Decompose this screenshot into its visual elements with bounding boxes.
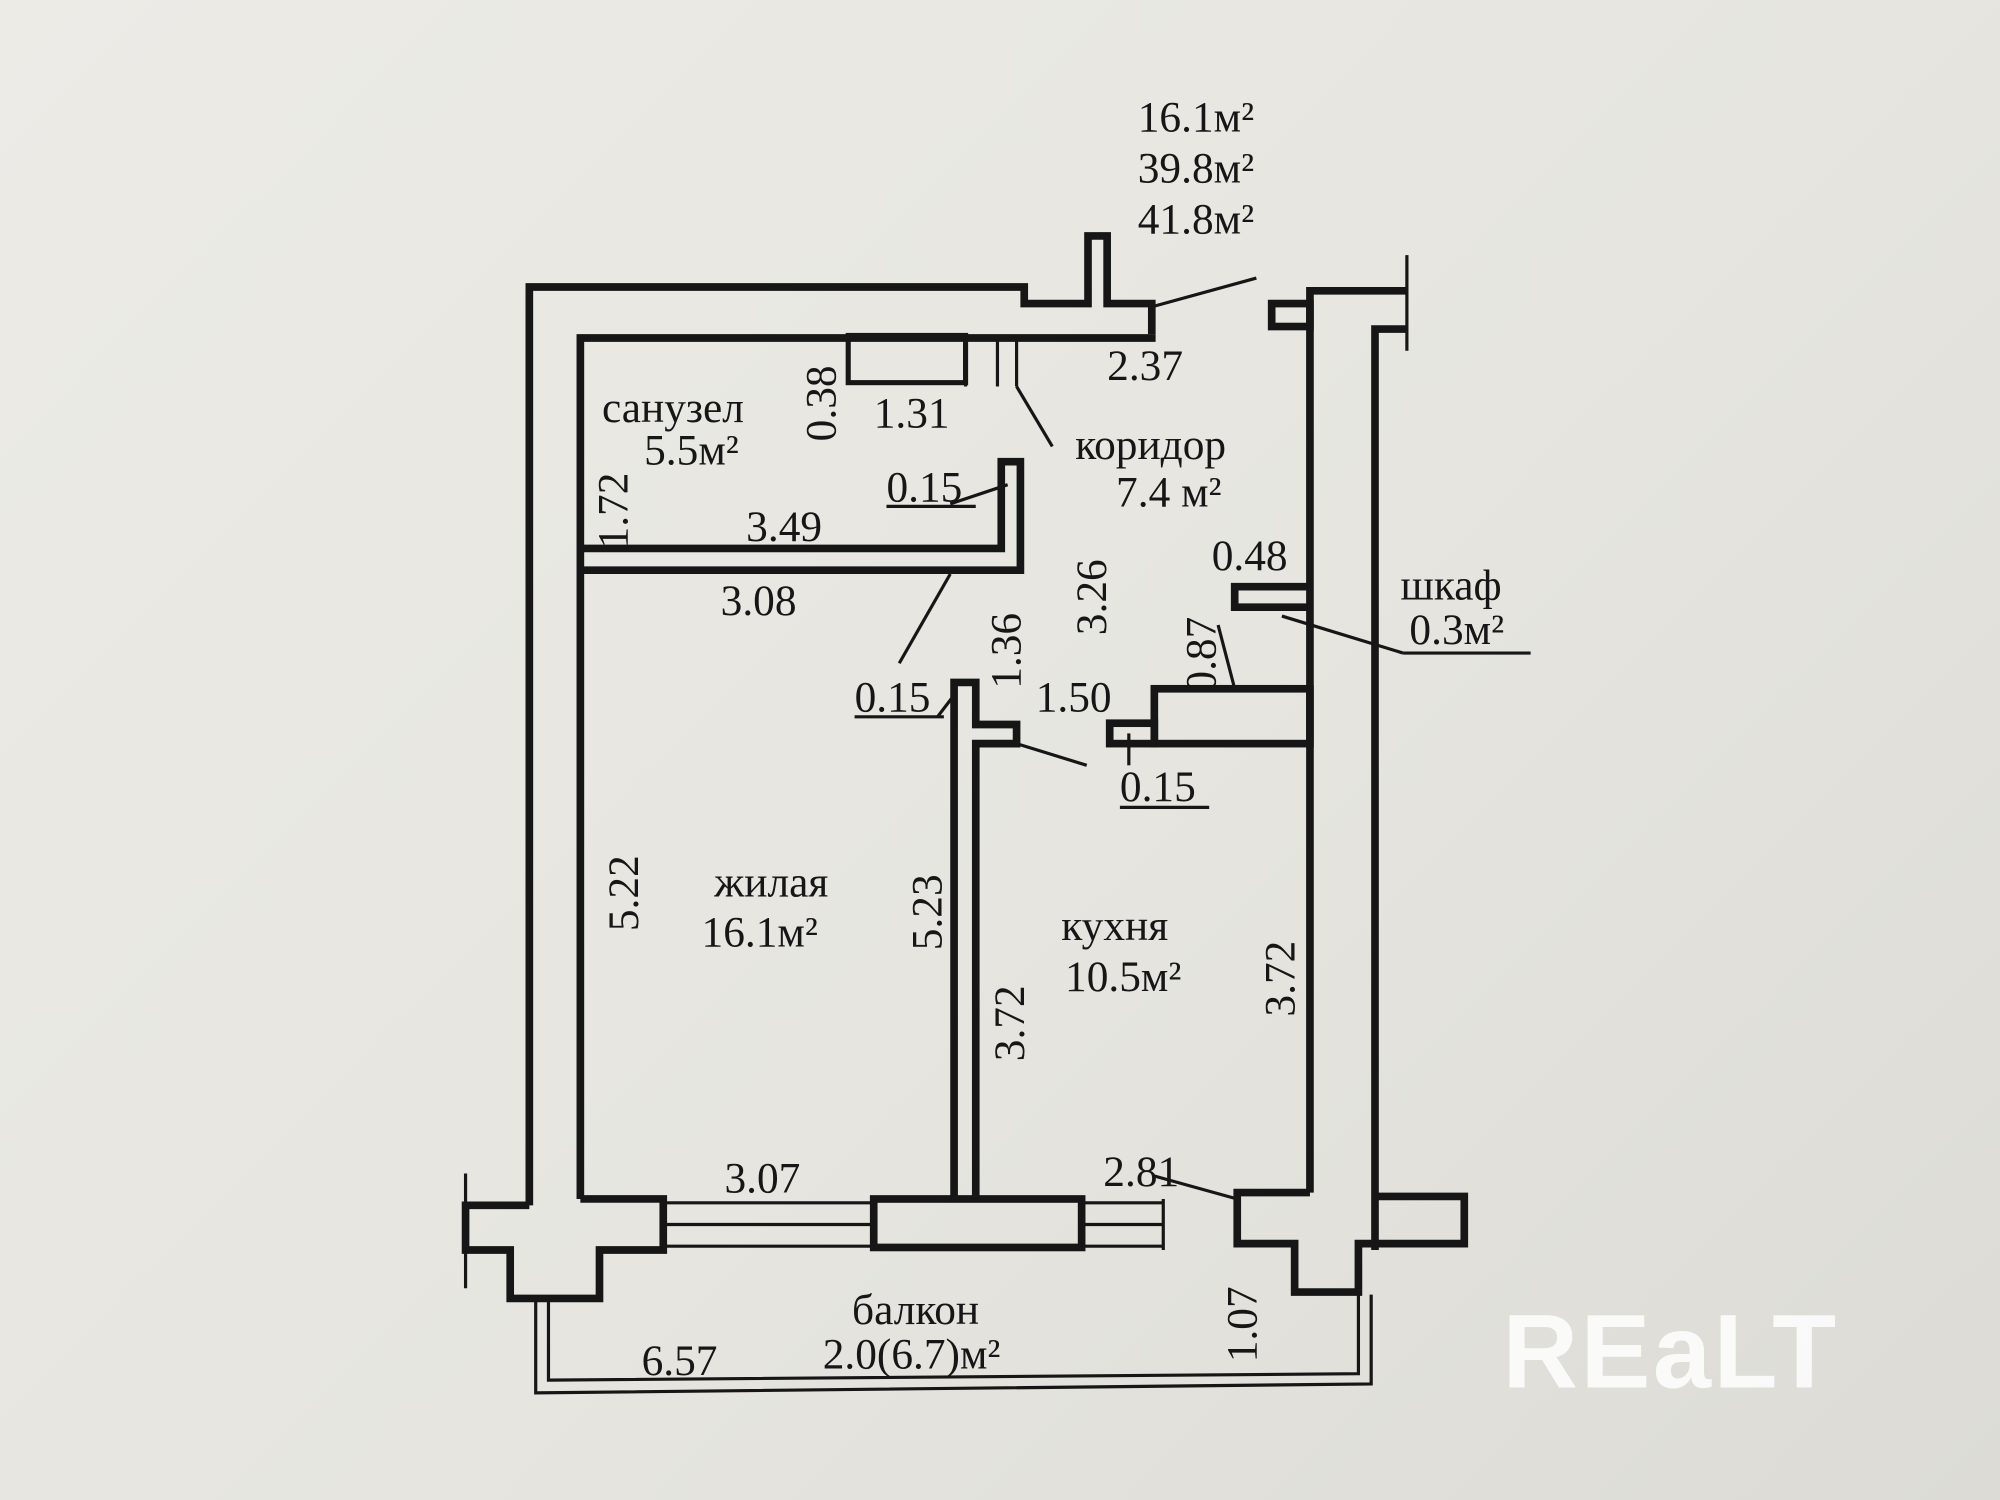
room-closet-area: 0.3м² xyxy=(1409,606,1504,654)
totals-block: 16.1м² 39.8м² 41.8м² xyxy=(1138,93,1254,243)
total-area: 39.8м² xyxy=(1138,144,1254,192)
dim: 0.15 xyxy=(886,463,962,511)
room-closet-name: шкаф xyxy=(1401,561,1502,609)
dim: 3.26 xyxy=(1068,559,1116,635)
dim: 1.72 xyxy=(590,473,638,549)
room-balcony-name: балкон xyxy=(852,1286,979,1334)
room-living-area: 16.1м² xyxy=(702,908,818,956)
dimension-labels: 2.37 0.38 1.31 1.72 0.15 3.49 3.08 3.26 … xyxy=(590,342,1305,1385)
dim: 3.08 xyxy=(721,577,797,625)
dim: 0.48 xyxy=(1212,532,1288,580)
walls xyxy=(461,232,1469,1395)
leader-lines xyxy=(854,276,1531,1201)
room-kitchen-area: 10.5м² xyxy=(1065,953,1181,1001)
dim: 3.72 xyxy=(986,985,1034,1061)
total-area-with-balcony: 41.8м² xyxy=(1138,195,1254,243)
dim: 3.49 xyxy=(746,503,822,551)
room-corridor-name: коридор xyxy=(1075,421,1226,469)
dim: 1.07 xyxy=(1218,1286,1266,1362)
dim: 5.22 xyxy=(600,855,648,931)
dim: 3.72 xyxy=(1257,941,1305,1017)
room-bathroom-area: 5.5м² xyxy=(644,426,739,474)
dim: 0.87 xyxy=(1178,617,1226,693)
room-corridor-area: 7.4 м² xyxy=(1116,468,1221,516)
dim: 0.15 xyxy=(855,674,931,722)
dim: 0.15 xyxy=(1120,763,1196,811)
room-kitchen-name: кухня xyxy=(1061,902,1168,950)
total-living-area: 16.1м² xyxy=(1138,93,1254,141)
dim: 2.81 xyxy=(1103,1148,1179,1196)
dim: 0.38 xyxy=(797,365,845,441)
dim: 3.07 xyxy=(724,1155,800,1203)
dim: 2.37 xyxy=(1107,342,1183,390)
room-labels: санузел 5.5м² коридор 7.4 м² шкаф 0.3м² … xyxy=(602,384,1504,1378)
dim: 5.23 xyxy=(903,874,951,950)
dim: 1.36 xyxy=(982,613,1030,689)
room-living-name: жилая xyxy=(713,859,828,907)
realt-watermark: REaLT xyxy=(1503,1294,1839,1411)
room-balcony-area: 2.0(6.7)м² xyxy=(823,1331,1001,1379)
dim: 6.57 xyxy=(642,1337,718,1385)
room-bathroom-name: санузел xyxy=(602,384,744,432)
dim: 1.50 xyxy=(1036,674,1112,722)
dim: 1.31 xyxy=(874,389,950,437)
